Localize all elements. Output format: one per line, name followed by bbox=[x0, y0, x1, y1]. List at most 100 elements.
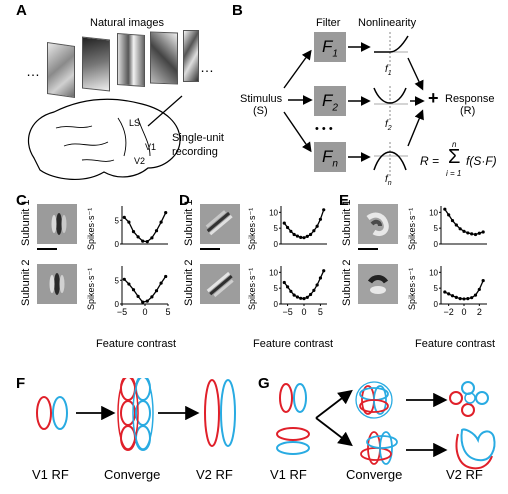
electrode-line bbox=[147, 95, 183, 127]
subunit2-label-d: Subunit 2 bbox=[183, 259, 195, 306]
data-point bbox=[454, 223, 458, 227]
scale-bar-d bbox=[200, 248, 220, 250]
response-equation: R = n Σ i = 1 f(S·F) bbox=[420, 140, 508, 186]
response-line1: Response bbox=[445, 93, 495, 105]
panel-label-c: C bbox=[16, 192, 27, 209]
filter-image-c-subunit1 bbox=[37, 204, 77, 244]
filter-image-d-subunit2 bbox=[200, 264, 240, 304]
panel-g-converge-label: Converge bbox=[346, 467, 403, 482]
filter-image-e-subunit1 bbox=[358, 204, 398, 244]
data-point bbox=[470, 232, 474, 236]
data-point bbox=[312, 229, 316, 233]
filter-box-n: Fn bbox=[314, 142, 346, 172]
xlabel-c: Feature contrast bbox=[96, 338, 177, 350]
sum-term: f(S·F) bbox=[466, 154, 497, 168]
converge-f bbox=[117, 378, 154, 451]
y-tick-label: 10 bbox=[429, 208, 438, 217]
brain-sulci bbox=[55, 117, 151, 162]
ellipsis-left: … bbox=[26, 63, 40, 79]
data-point bbox=[450, 218, 455, 223]
recording-label-line1: Single-unit bbox=[172, 132, 224, 144]
ylabel-c1: Spikes·s⁻¹ bbox=[86, 207, 96, 250]
v1-rf-f bbox=[36, 396, 68, 430]
data-point bbox=[318, 276, 323, 280]
panel-f-diagram bbox=[36, 378, 236, 451]
stimulus-line1: Stimulus bbox=[240, 93, 283, 105]
x-tick-label: −5 bbox=[282, 307, 292, 317]
y-tick-label: 5 bbox=[115, 216, 120, 225]
data-point bbox=[285, 225, 290, 230]
data-point bbox=[308, 292, 313, 297]
y-tick-label: 5 bbox=[434, 284, 439, 293]
y-tick-label: 5 bbox=[274, 224, 279, 233]
filter-box-1: F1 bbox=[314, 32, 346, 62]
y-tick-label: 10 bbox=[269, 268, 278, 277]
data-point bbox=[122, 215, 126, 219]
x-tick-label: 0 bbox=[461, 307, 466, 317]
y-tick-label: 10 bbox=[429, 268, 438, 277]
v2-rf-g-top bbox=[449, 381, 489, 417]
data-point bbox=[322, 269, 326, 273]
data-point bbox=[285, 285, 290, 289]
data-point bbox=[150, 236, 154, 240]
xlabel-e: Feature contrast bbox=[415, 338, 496, 350]
data-point bbox=[458, 227, 462, 231]
data-point bbox=[305, 234, 309, 238]
recording-label-line2: recording bbox=[172, 146, 218, 158]
data-point bbox=[466, 297, 470, 301]
y-tick-label: 0 bbox=[434, 300, 439, 309]
data-point bbox=[481, 278, 485, 283]
panel-g-v1-label: V1 RF bbox=[270, 467, 307, 482]
data-point bbox=[295, 234, 300, 238]
data-point bbox=[299, 296, 303, 300]
data-point bbox=[458, 297, 462, 301]
response-line2: (R) bbox=[460, 105, 476, 117]
data-point bbox=[302, 236, 306, 240]
data-point bbox=[295, 295, 300, 299]
panel-g-diagram bbox=[276, 381, 496, 470]
fit-curve bbox=[444, 280, 484, 300]
x-tick-label: 0 bbox=[301, 307, 306, 317]
plot-c-subunit1: 05 bbox=[115, 206, 168, 249]
label-v2: V2 bbox=[134, 156, 146, 166]
data-point bbox=[443, 207, 447, 211]
filter-image-e-subunit2 bbox=[358, 264, 398, 304]
data-point bbox=[466, 231, 470, 235]
converge-g-bottom bbox=[360, 431, 398, 465]
v2-rf-f bbox=[204, 379, 236, 447]
filter-image-c-subunit2 bbox=[37, 264, 77, 304]
data-point bbox=[141, 300, 145, 304]
ylabel-e1: Spikes·s⁻¹ bbox=[407, 207, 417, 250]
ylabel-c2: Spikes·s⁻¹ bbox=[86, 267, 96, 310]
x-tick-label: 5 bbox=[318, 307, 323, 317]
data-point bbox=[289, 229, 293, 233]
data-point bbox=[141, 239, 145, 243]
scale-bar-c bbox=[37, 248, 57, 250]
data-point bbox=[127, 282, 131, 286]
data-point bbox=[443, 290, 447, 294]
data-point bbox=[312, 288, 316, 292]
data-point bbox=[164, 211, 168, 215]
y-tick-label: 5 bbox=[274, 284, 279, 293]
data-point bbox=[150, 295, 154, 299]
brain-outline bbox=[27, 98, 181, 180]
xlabel-d: Feature contrast bbox=[253, 338, 334, 350]
data-point bbox=[145, 299, 149, 303]
nonlinearity-label-1: f1 bbox=[385, 64, 392, 77]
x-tick-label: −2 bbox=[444, 307, 454, 317]
data-point bbox=[154, 229, 159, 233]
subunit1-label-e: Subunit 1 bbox=[341, 199, 353, 246]
y-tick-label: 0 bbox=[434, 240, 439, 249]
panel-label-g: G bbox=[258, 375, 270, 392]
brain-diagram bbox=[27, 95, 183, 180]
panel-f-v1-label: V1 RF bbox=[32, 467, 69, 482]
filter-header: Filter bbox=[316, 17, 341, 29]
data-point bbox=[289, 289, 293, 293]
data-point bbox=[159, 281, 163, 285]
panel-label-d: D bbox=[179, 192, 190, 209]
nonlinearity-label-n: fn bbox=[385, 174, 392, 187]
data-point bbox=[315, 224, 319, 228]
